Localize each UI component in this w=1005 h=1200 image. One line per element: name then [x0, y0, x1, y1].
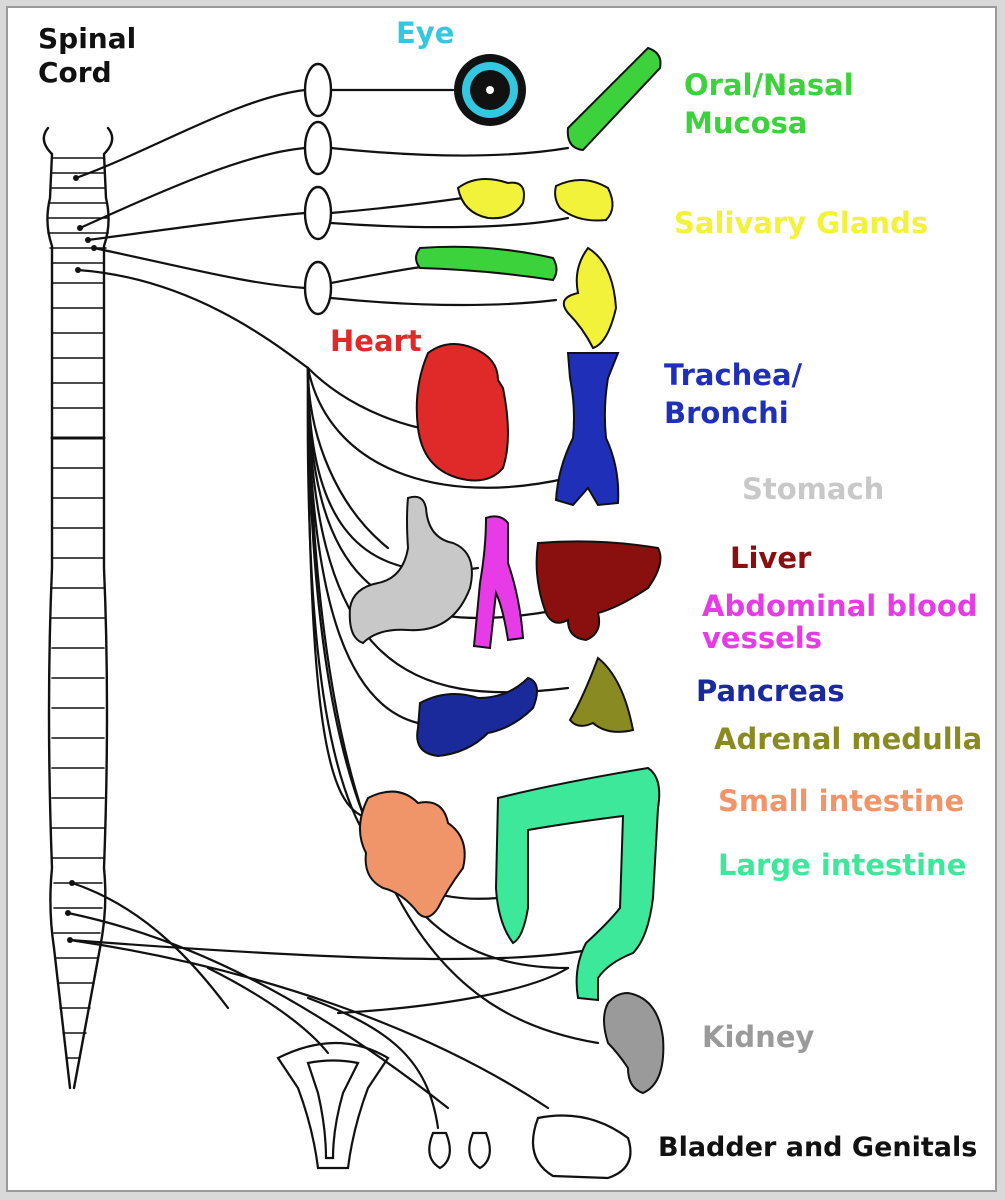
label-abdominal-line-2: vessels: [702, 620, 822, 655]
sympathetic-ganglia: [303, 62, 333, 316]
label-liver: Liver: [730, 541, 812, 575]
label-stomach: Stomach: [742, 472, 885, 506]
organ-large-intestine: [494, 766, 661, 1002]
sympathetic-nervous-system-diagram: [42, 46, 665, 1180]
organ-adrenal-medulla: [568, 656, 635, 733]
organ-small-intestine: [359, 790, 466, 918]
label-salivary-glands: Salivary Glands: [674, 206, 929, 240]
label-small-intestine: Small intestine: [718, 784, 965, 818]
label-oral-nasal-line-1: Oral/Nasal: [684, 68, 854, 102]
label-trachea-line-1: Trachea/: [664, 358, 803, 392]
organ-stomach: [348, 495, 473, 645]
organ-heart: [415, 343, 509, 482]
label-eye: Eye: [396, 16, 455, 50]
label-adrenal-medulla: Adrenal medulla: [714, 722, 983, 756]
label-bladder-genitals: Bladder and Genitals: [658, 1132, 978, 1163]
spinal-cord-label-line-1: Spinal: [38, 22, 137, 55]
label-trachea-bronchi: Trachea/ Bronchi: [664, 358, 803, 430]
label-abdominal-line-1: Abdominal blood: [702, 589, 978, 623]
organ-bladder-genitals: [276, 1042, 632, 1180]
label-abdominal-blood-vessels: Abdominal blood vessels: [702, 589, 978, 655]
organ-pancreas: [416, 676, 538, 758]
spinal-cord-label: Spinal Cord: [38, 22, 136, 89]
label-large-intestine: Large intestine: [718, 848, 967, 882]
label-kidney: Kidney: [702, 1020, 815, 1054]
diagram-frame: Spinal Cord Eye Oral/Nasal Mucosa Saliva…: [6, 6, 997, 1192]
label-trachea-line-2: Bronchi: [664, 395, 789, 430]
spinal-cord: [42, 126, 114, 1090]
label-heart: Heart: [330, 324, 422, 358]
spinal-cord-label-line-2: Cord: [38, 55, 112, 89]
organ-kidney: [603, 991, 665, 1095]
organ-abdominal-blood-vessels: [472, 515, 525, 650]
label-oral-nasal-line-2: Mucosa: [684, 105, 808, 140]
organ-trachea-bronchi: [554, 352, 620, 507]
label-oral-nasal-mucosa: Oral/Nasal Mucosa: [684, 68, 854, 140]
organ-liver: [535, 540, 662, 642]
organ-salivary-glands: [456, 178, 618, 350]
organ-oral-nasal-mucosa: [415, 46, 662, 282]
organ-eye: [454, 54, 526, 126]
label-pancreas: Pancreas: [696, 674, 845, 708]
